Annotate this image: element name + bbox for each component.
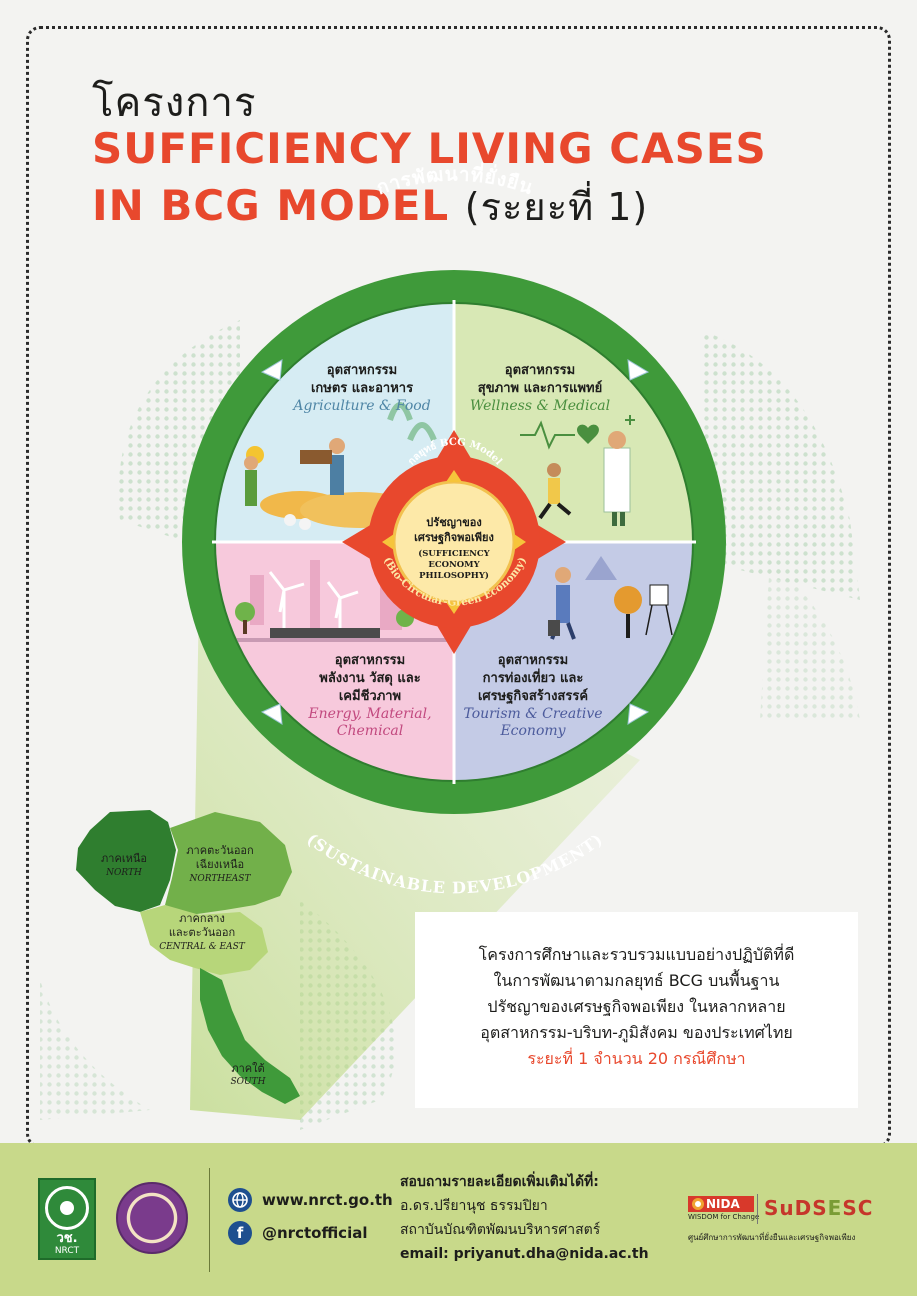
nida-tagline: WISDOM for Change — [688, 1213, 760, 1221]
region-northeast-th-2: เฉียงเหนือ — [196, 858, 244, 871]
ask-title: สอบถามรายละเอียดเพิ่มเติมได้ที่: — [400, 1174, 599, 1190]
region-northeast-en: NORTHEAST — [189, 874, 252, 884]
facebook-icon: f — [228, 1221, 252, 1245]
nrct-logo: วช. NRCT — [38, 1178, 96, 1260]
tourism-illustration — [548, 556, 673, 640]
contact-name: อ.ดร.ปรียานุช ธรรมปิยา — [400, 1198, 548, 1214]
quadrant-energy-title-3: เคมีชีวภาพ — [339, 688, 401, 704]
center-compass — [342, 430, 566, 654]
region-north — [76, 810, 176, 912]
website-text: www.nrct.go.th — [262, 1191, 393, 1209]
quadrant-tourism-title-3: เศรษฐกิจสร้างสรรค์ — [478, 688, 588, 705]
quadrant-agriculture-en: Agriculture & Food — [291, 398, 430, 414]
title-prefix: โครงการ — [92, 80, 257, 126]
footer-divider — [209, 1168, 210, 1272]
region-central-en: CENTRAL & EAST — [159, 942, 246, 952]
arrow-icon — [260, 359, 650, 725]
quadrant-tourism-en-2: Economy — [499, 723, 566, 739]
region-north-en: NORTH — [105, 868, 142, 878]
region-south-en: SOUTH — [231, 1077, 266, 1087]
region-south — [200, 968, 300, 1104]
facebook-text: @nrctofficial — [262, 1224, 368, 1242]
nida-emblem-icon — [692, 1198, 704, 1210]
center-line-2: เศรษฐกิจพอเพียง — [414, 531, 494, 545]
globe-icon — [228, 1188, 252, 1212]
region-northeast — [165, 812, 292, 915]
quadrant-wellness: อุตสาหกรรม สุขภาพ และการแพทย์ Wellness &… — [470, 363, 610, 414]
nida-logo: NIDA WISDOM for Change — [688, 1196, 760, 1221]
center-line-3: (SUFFICIENCY — [418, 548, 490, 559]
sudsesc-text-1: SuDS — [764, 1196, 828, 1220]
nrct-emblem-icon — [45, 1186, 89, 1230]
quadrant-energy-en-1: Energy, Material, — [307, 706, 431, 722]
quadrant-energy-en-2: Chemical — [337, 723, 403, 739]
quadrant-agriculture-title-1: อุตสาหกรรม — [327, 363, 397, 378]
quadrant-agriculture-title-2: เกษตร และอาหาร — [311, 381, 413, 396]
title-line-1: SUFFICIENCY LIVING CASES — [92, 124, 767, 173]
nida-badge: NIDA — [688, 1196, 754, 1212]
info-line-1: โครงการศึกษาและรวบรวมแบบอย่างปฏิบัติที่ด… — [478, 945, 795, 964]
center-caption: ศูนย์ศึกษาการพัฒนาที่ยั่งยืนและเศรษฐกิจพ… — [688, 1233, 856, 1242]
logo-separator — [757, 1194, 758, 1224]
contact-block: สอบถามรายละเอียดเพิ่มเติมได้ที่: อ.ดร.ปร… — [400, 1170, 690, 1266]
website-link[interactable]: www.nrct.go.th — [228, 1188, 393, 1212]
info-line-4: อุตสาหกรรม-บริบท-ภูมิสังคม ของประเทศไทย — [480, 1023, 793, 1042]
quadrant-energy: อุตสาหกรรม พลังงาน วัสดุ และ เคมีชีวภาพ … — [307, 653, 431, 739]
region-north-th: ภาคเหนือ — [101, 852, 147, 865]
region-northeast-th-1: ภาคตะวันออก — [186, 844, 253, 857]
contact-email[interactable]: email: priyanut.dha@nida.ac.th — [400, 1246, 649, 1262]
nrct-logo-th: วช. — [56, 1231, 78, 1246]
info-line-2: ในการพัฒนาตามกลยุทธ์ BCG บนพื้นฐาน — [493, 971, 780, 990]
sudsesc-text-2: E — [827, 1196, 843, 1220]
nida-text: NIDA — [706, 1197, 740, 1211]
info-highlight: ระยะที่ 1 จำนวน 20 กรณีศึกษา — [527, 1049, 746, 1068]
quadrant-agriculture: อุตสาหกรรม เกษตร และอาหาร Agriculture & … — [291, 363, 430, 414]
region-central-th-2: และตะวันออก — [169, 926, 235, 939]
quadrant-wellness-title-2: สุขภาพ และการแพทย์ — [478, 380, 602, 396]
center-line-4: ECONOMY — [428, 560, 480, 570]
info-box: โครงการศึกษาและรวบรวมแบบอย่างปฏิบัติที่ด… — [415, 912, 858, 1108]
quadrant-tourism-en-1: Tourism & Creative — [463, 706, 602, 722]
center-line-5: PHILOSOPHY) — [419, 570, 489, 581]
quadrant-energy-title-1: อุตสาหกรรม — [335, 653, 405, 668]
quadrant-tourism-title-1: อุตสาหกรรม — [498, 653, 568, 668]
title-phase: (ระยะที่ 1) — [464, 185, 649, 229]
title-line-2: IN BCG MODEL (ระยะที่ 1) — [92, 176, 648, 237]
wellness-illustration — [520, 415, 635, 526]
quadrant-wellness-en: Wellness & Medical — [470, 398, 610, 414]
quadrant-tourism: อุตสาหกรรม การท่องเที่ยว และ เศรษฐกิจสร้… — [463, 653, 602, 739]
quadrant-wellness-title-1: อุตสาหกรรม — [505, 363, 575, 378]
region-south-th: ภาคใต้ — [231, 1062, 264, 1075]
sudsesc-logo: SuDSESC — [764, 1196, 873, 1220]
title-line-2-main: IN BCG MODEL — [92, 181, 450, 230]
quadrant-tourism-title-2: การท่องเที่ยว และ — [483, 668, 584, 686]
facebook-link[interactable]: f @nrctofficial — [228, 1221, 367, 1245]
info-line-3: ปรัชญาของเศรษฐกิจพอเพียง ในหลากหลาย — [487, 997, 786, 1016]
contact-institute: สถาบันบัณฑิตพัฒนบริหารศาสตร์ — [400, 1222, 601, 1238]
region-central-th-1: ภาคกลาง — [179, 912, 225, 925]
sudsesc-text-3: SC — [842, 1196, 874, 1220]
region-central — [140, 905, 268, 975]
ministry-seal-icon — [116, 1182, 188, 1254]
center-line-1: ปรัชญาของ — [426, 516, 481, 529]
quadrant-energy-title-2: พลังงาน วัสดุ และ — [319, 671, 420, 686]
nrct-logo-en: NRCT — [54, 1246, 80, 1256]
